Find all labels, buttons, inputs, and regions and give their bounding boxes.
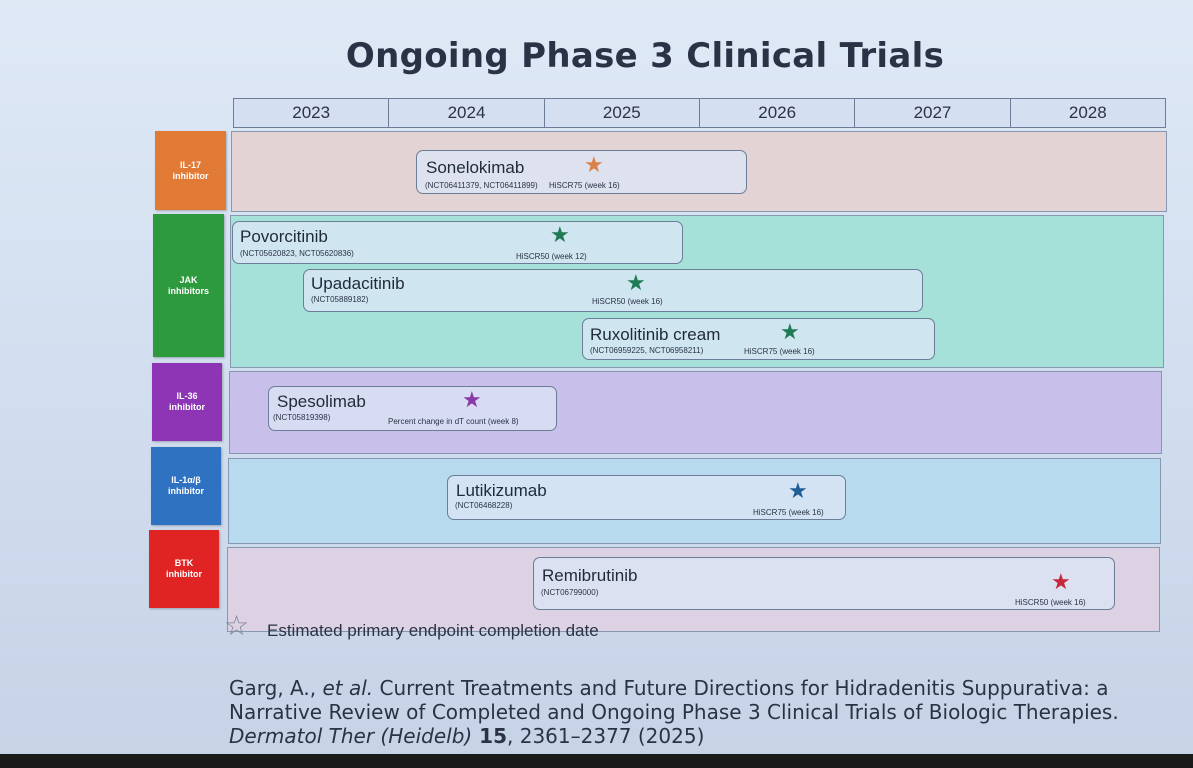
citation-etal: et al. [322,676,374,700]
legend-text: Estimated primary endpoint completion da… [267,621,599,640]
category-label: IL-36 [176,391,198,401]
trial-bar-lutikizumab [447,475,846,520]
trial-bar-upadacitinib [303,269,923,312]
category-sublabel: inhibitor [166,569,202,579]
trial-bar-spesolimab [268,386,557,431]
citation-authors: Garg, A., [229,676,323,700]
year-label: 2025 [545,99,700,127]
year-label: 2026 [700,99,856,127]
trial-nct: (NCT05819398) [273,413,331,422]
trial-nct: (NCT06959225, NCT06958211) [590,346,704,355]
trial-nct: (NCT06468228) [455,501,513,510]
year-label: 2024 [389,99,545,127]
year-header: 2023 2024 2025 2026 2027 2028 [233,98,1166,128]
category-label: JAK [179,274,198,285]
star-icon: ★ [626,270,646,295]
star-icon: ★ [584,152,604,177]
trial-name: Lutikizumab [456,481,547,500]
star-icon: ★ [550,222,570,247]
category-sublabel: inhibitor [168,486,204,496]
trial-nct: (NCT06411379, NCT06411899) [425,181,538,190]
category-sublabel: inhibitor [172,170,209,181]
trial-endpoint: HiSCR50 (week 16) [592,297,663,306]
trial-endpoint: HiSCR50 (week 12) [516,252,587,261]
trial-bar-remibrutinib [533,557,1115,610]
trial-nct: (NCT06799000) [541,588,599,597]
trial-name: Remibrutinib [542,566,638,585]
screen-bezel [0,754,1193,768]
category-label: IL-17 [179,159,201,170]
trial-endpoint: Percent change in dT count (week 8) [388,417,519,426]
star-icon: ☆ [224,610,250,641]
year-label: 2023 [234,99,390,127]
citation-volume: 15 [472,724,507,748]
trial-name: Povorcitinib [240,227,328,246]
category-label: IL-1α/β [171,475,201,485]
category-label: BTK [174,558,194,568]
trial-nct: (NCT05620823, NCT05620836) [240,249,354,258]
star-icon: ★ [780,319,800,344]
citation-journal: Dermatol Ther (Heidelb) [229,724,473,748]
trial-name: Upadacitinib [311,274,405,293]
citation: Garg, A., et al. Current Treatments and … [229,676,1129,748]
star-icon: ★ [462,387,482,412]
star-icon: ★ [1051,569,1071,594]
trial-name: Spesolimab [277,392,366,411]
trial-endpoint: HiSCR50 (week 16) [1015,598,1086,607]
slide-title: Ongoing Phase 3 Clinical Trials [345,36,945,76]
trial-nct: (NCT05889182) [311,295,369,304]
trial-bar-ruxolitinib [582,318,935,360]
trial-endpoint: HiSCR75 (week 16) [744,347,815,356]
trial-bar-povorcitinib [232,221,683,264]
star-icon: ★ [788,478,808,503]
trial-endpoint: HiSCR75 (week 16) [753,508,824,517]
trial-endpoint: HiSCR75 (week 16) [549,181,620,190]
trial-name: Ruxolitinib cream [590,325,721,344]
citation-pages: , 2361–2377 (2025) [507,724,705,748]
citation-title: Current Treatments and Future Directions… [229,676,1119,724]
year-label: 2028 [1068,103,1107,122]
trial-name: Sonelokimab [426,158,525,177]
category-sublabel: inhibitor [169,402,205,412]
category-sublabel: inhibitors [168,285,209,296]
trial-bar-sonelokimab [416,150,747,194]
year-label: 2027 [855,99,1011,127]
